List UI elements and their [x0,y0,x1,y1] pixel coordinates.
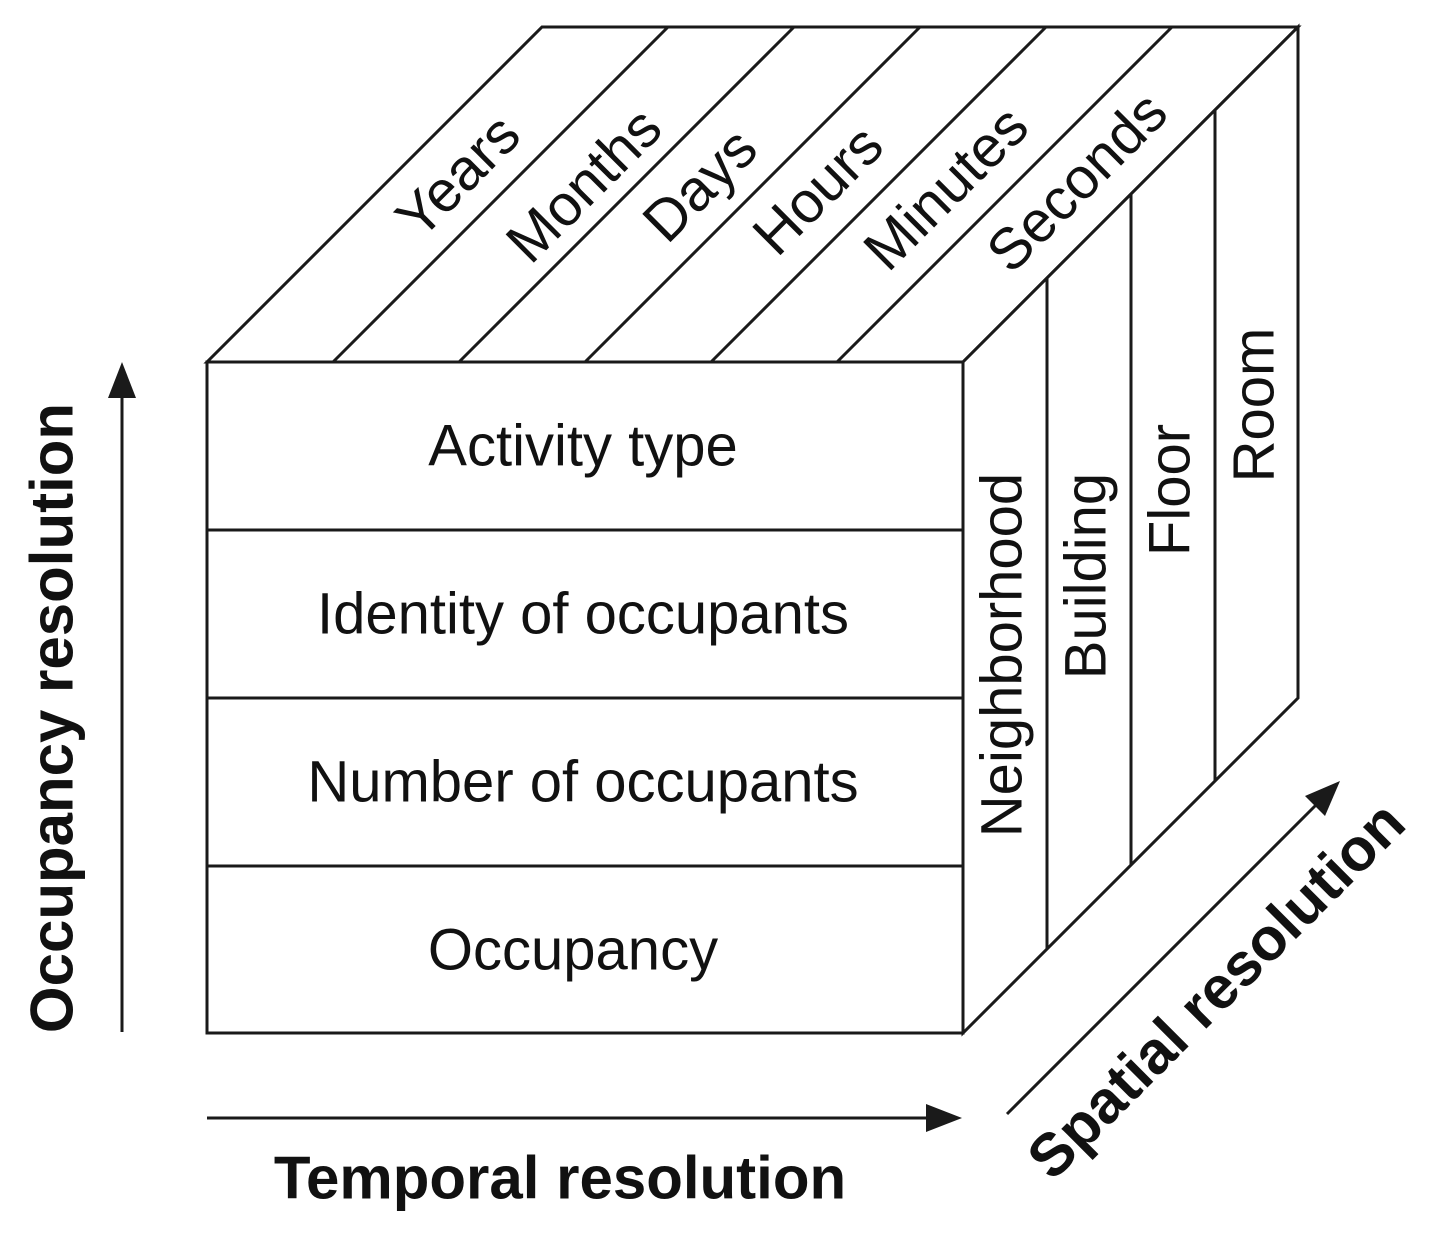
occupancy-level-occupancy: Occupancy [428,918,718,983]
temporal-axis: Temporal resolution [207,1104,962,1212]
top-divider-2 [457,25,796,364]
front-face: Activity type Identity of occupants Numb… [205,360,965,1035]
temporal-axis-label: Temporal resolution [274,1145,846,1212]
occupancy-axis: Occupancy resolution [19,362,136,1033]
occupancy-level-identity-of-occupants: Identity of occupants [317,582,849,647]
top-divider-1 [331,25,670,364]
spatial-level-labels: Neighborhood Building Floor Room [970,328,1287,838]
occupancy-level-labels: Activity type Identity of occupants Numb… [307,414,858,983]
spatial-axis-line [1005,801,1320,1116]
top-divider-3 [583,25,922,364]
occupancy-level-number-of-occupants: Number of occupants [307,750,858,815]
top-face-dividers [331,25,1174,364]
front-face-dividers [207,528,963,868]
top-divider-5 [835,25,1174,364]
spatial-level-floor: Floor [1138,424,1203,556]
spatial-level-neighborhood: Neighborhood [970,473,1035,837]
right-face-dividers [1045,110,1217,949]
occupancy-axis-arrowhead [108,362,136,398]
occupancy-level-activity-type: Activity type [428,414,737,479]
spatial-axis-arrowhead [1305,781,1340,816]
occupancy-axis-label: Occupancy resolution [19,403,86,1033]
spatial-level-room: Room [1222,328,1287,483]
temporal-axis-arrowhead [926,1104,962,1132]
spatial-level-building: Building [1054,473,1119,679]
top-divider-4 [709,25,1048,364]
right-face: Neighborhood Building Floor Room [961,23,1300,1037]
